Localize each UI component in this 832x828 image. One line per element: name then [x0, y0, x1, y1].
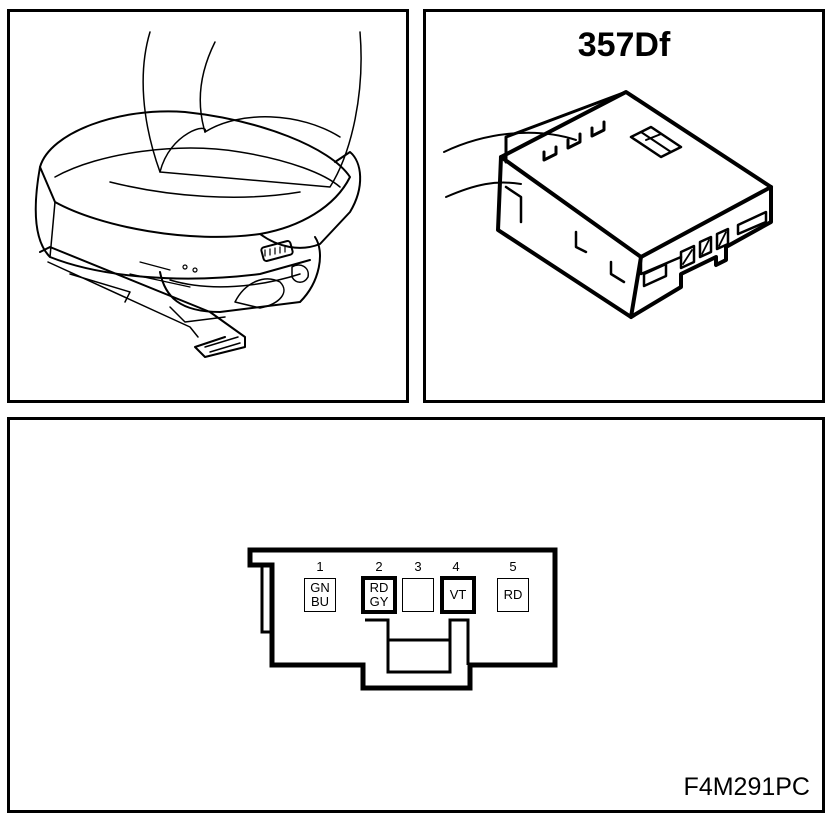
pin-number-1: 1 [316, 559, 324, 574]
pin-color-2: RD GY [369, 580, 389, 609]
connector-face-outline [247, 547, 558, 691]
connector-housing-illustration [443, 90, 773, 319]
pinout-panel: 1 2 3 4 5 GN BU RD GY VT RD F4M291PC [7, 417, 825, 813]
pin-color-4: VT [449, 587, 467, 602]
pin-number-4: 4 [452, 559, 460, 574]
pin-number-3: 3 [414, 559, 422, 574]
pin-cavity-5: RD [497, 578, 529, 612]
seat-illustration [34, 31, 362, 358]
connector-id: 357Df [577, 26, 671, 64]
pin-cavity-1: GN BU [304, 578, 336, 612]
connector-illustration-panel: 357Df [423, 9, 825, 403]
pin-color-1: GN BU [310, 580, 330, 609]
pin-number-2: 2 [375, 559, 383, 574]
pin-color-5: RD [503, 587, 523, 602]
pin-cavity-4: VT [440, 576, 476, 614]
figure-id: F4M291PC [683, 773, 810, 801]
pin-cavity-3 [402, 578, 434, 612]
pin-number-5: 5 [509, 559, 517, 574]
pin-cavity-2: RD GY [361, 576, 397, 614]
seat-illustration-panel [7, 9, 409, 403]
